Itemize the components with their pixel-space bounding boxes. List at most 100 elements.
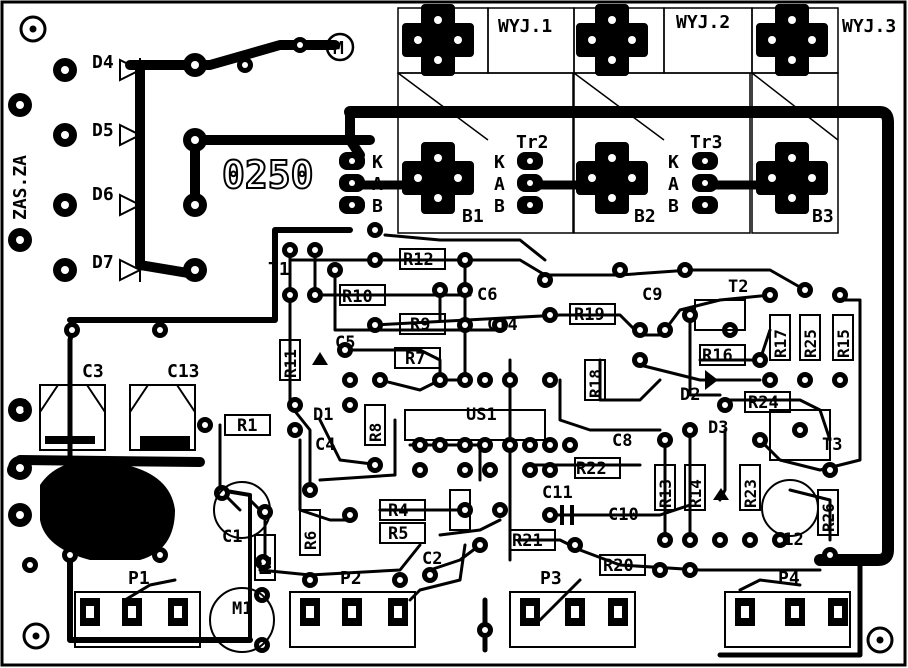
label-d5: D5 (92, 120, 114, 141)
pad-hole (637, 357, 643, 363)
label-d2: D2 (680, 385, 700, 405)
label-d3: D3 (708, 418, 728, 438)
label-r20: R20 (603, 556, 634, 576)
pad-hole (262, 509, 268, 515)
label-c8: C8 (612, 431, 632, 451)
label-r16: R16 (702, 346, 733, 366)
pad-hole (372, 322, 378, 328)
label-c9: C9 (642, 285, 662, 305)
pad-hole (837, 377, 843, 383)
pad-hole (437, 442, 443, 448)
relay-pad (756, 4, 828, 76)
pad-hole (16, 464, 24, 472)
pad-hole (662, 537, 668, 543)
pad-hole (16, 511, 24, 519)
label-r22: R22 (576, 459, 607, 479)
pad-hole (434, 154, 442, 162)
label-a2: A (494, 174, 505, 195)
pad-hole (637, 327, 643, 333)
pad-hole (414, 36, 422, 44)
pad-hole (834, 606, 842, 618)
label-r9: R9 (410, 315, 430, 335)
label-d4: D4 (92, 52, 114, 73)
label-r6: R6 (301, 531, 320, 550)
label-c4: C4 (315, 435, 335, 455)
pad-hole (394, 606, 402, 618)
label-r7: R7 (405, 349, 425, 369)
label-r19: R19 (574, 305, 605, 325)
pads (7, 37, 848, 653)
pad-hole (617, 267, 623, 273)
pad-hole (837, 292, 843, 298)
pad-hole (547, 312, 553, 318)
label-r10: R10 (342, 287, 373, 307)
pad-hole (588, 36, 596, 44)
pad-hole (306, 606, 314, 618)
relay-pad (756, 142, 828, 214)
pad-hole (827, 552, 833, 558)
label-m1: M1 (232, 599, 252, 619)
pad-hole (287, 247, 293, 253)
label-t1: T1 (268, 259, 290, 280)
label-r26: R26 (819, 503, 838, 532)
label-bridge-b1: B1 (462, 206, 484, 227)
label-r1: R1 (237, 416, 257, 436)
pad-hole (571, 606, 579, 618)
label-c10: C10 (608, 505, 639, 525)
pad-hole (462, 442, 468, 448)
pad-hole (437, 287, 443, 293)
pad-hole (349, 158, 355, 164)
label-r11: R11 (281, 349, 300, 378)
pad-hole (16, 236, 24, 244)
label-p3: P3 (540, 568, 562, 589)
label-c3: C3 (82, 361, 104, 382)
label-k1: K (372, 152, 383, 173)
label-mark: 0250 (222, 153, 314, 197)
pad-hole (454, 174, 462, 182)
label-minus: – (20, 449, 34, 474)
diode-glyphs (45, 352, 729, 525)
pad-hole (312, 247, 318, 253)
pad-hole (462, 377, 468, 383)
pad-hole (482, 377, 488, 383)
silkscreen-labels: WYJ.1 WYJ.2 WYJ.3 M ZAS.ZA 0250 + – D4 D… (10, 12, 896, 619)
label-tr2: Tr2 (516, 132, 549, 153)
relay-pad (576, 4, 648, 76)
pad-hole (377, 377, 383, 383)
pad-hole (482, 442, 488, 448)
pad-hole (777, 537, 783, 543)
label-c11: C11 (542, 483, 573, 503)
pad-hole (157, 552, 163, 558)
pad-hole (788, 16, 796, 24)
pad-hole (417, 467, 423, 473)
label-r18: R18 (586, 369, 605, 398)
pad-hole (788, 194, 796, 202)
pad-hole (61, 66, 69, 74)
label-r8: R8 (366, 423, 385, 442)
pad-hole (342, 347, 348, 353)
pad-hole (547, 377, 553, 383)
label-d6: D6 (92, 184, 114, 205)
label-us1: US1 (466, 405, 497, 425)
pad-hole (788, 56, 796, 64)
pad-hole (347, 512, 353, 518)
label-b1: B (372, 196, 383, 217)
pad-hole (526, 606, 534, 618)
pad-hole (462, 287, 468, 293)
pad-hole (482, 627, 488, 633)
pad-hole (462, 257, 468, 263)
pad-hole (527, 158, 533, 164)
pad-hole (191, 266, 199, 274)
pad-hole (808, 36, 816, 44)
label-plus: + (18, 393, 31, 418)
pad-hole (572, 542, 578, 548)
ground-fill (40, 460, 175, 560)
pad-hole (768, 174, 776, 182)
pad-hole (477, 542, 483, 548)
label-r15: R15 (834, 329, 853, 358)
label-r5: R5 (388, 524, 408, 544)
pad-hole (507, 377, 513, 383)
pad-hole (287, 292, 293, 298)
pad-hole (662, 327, 668, 333)
